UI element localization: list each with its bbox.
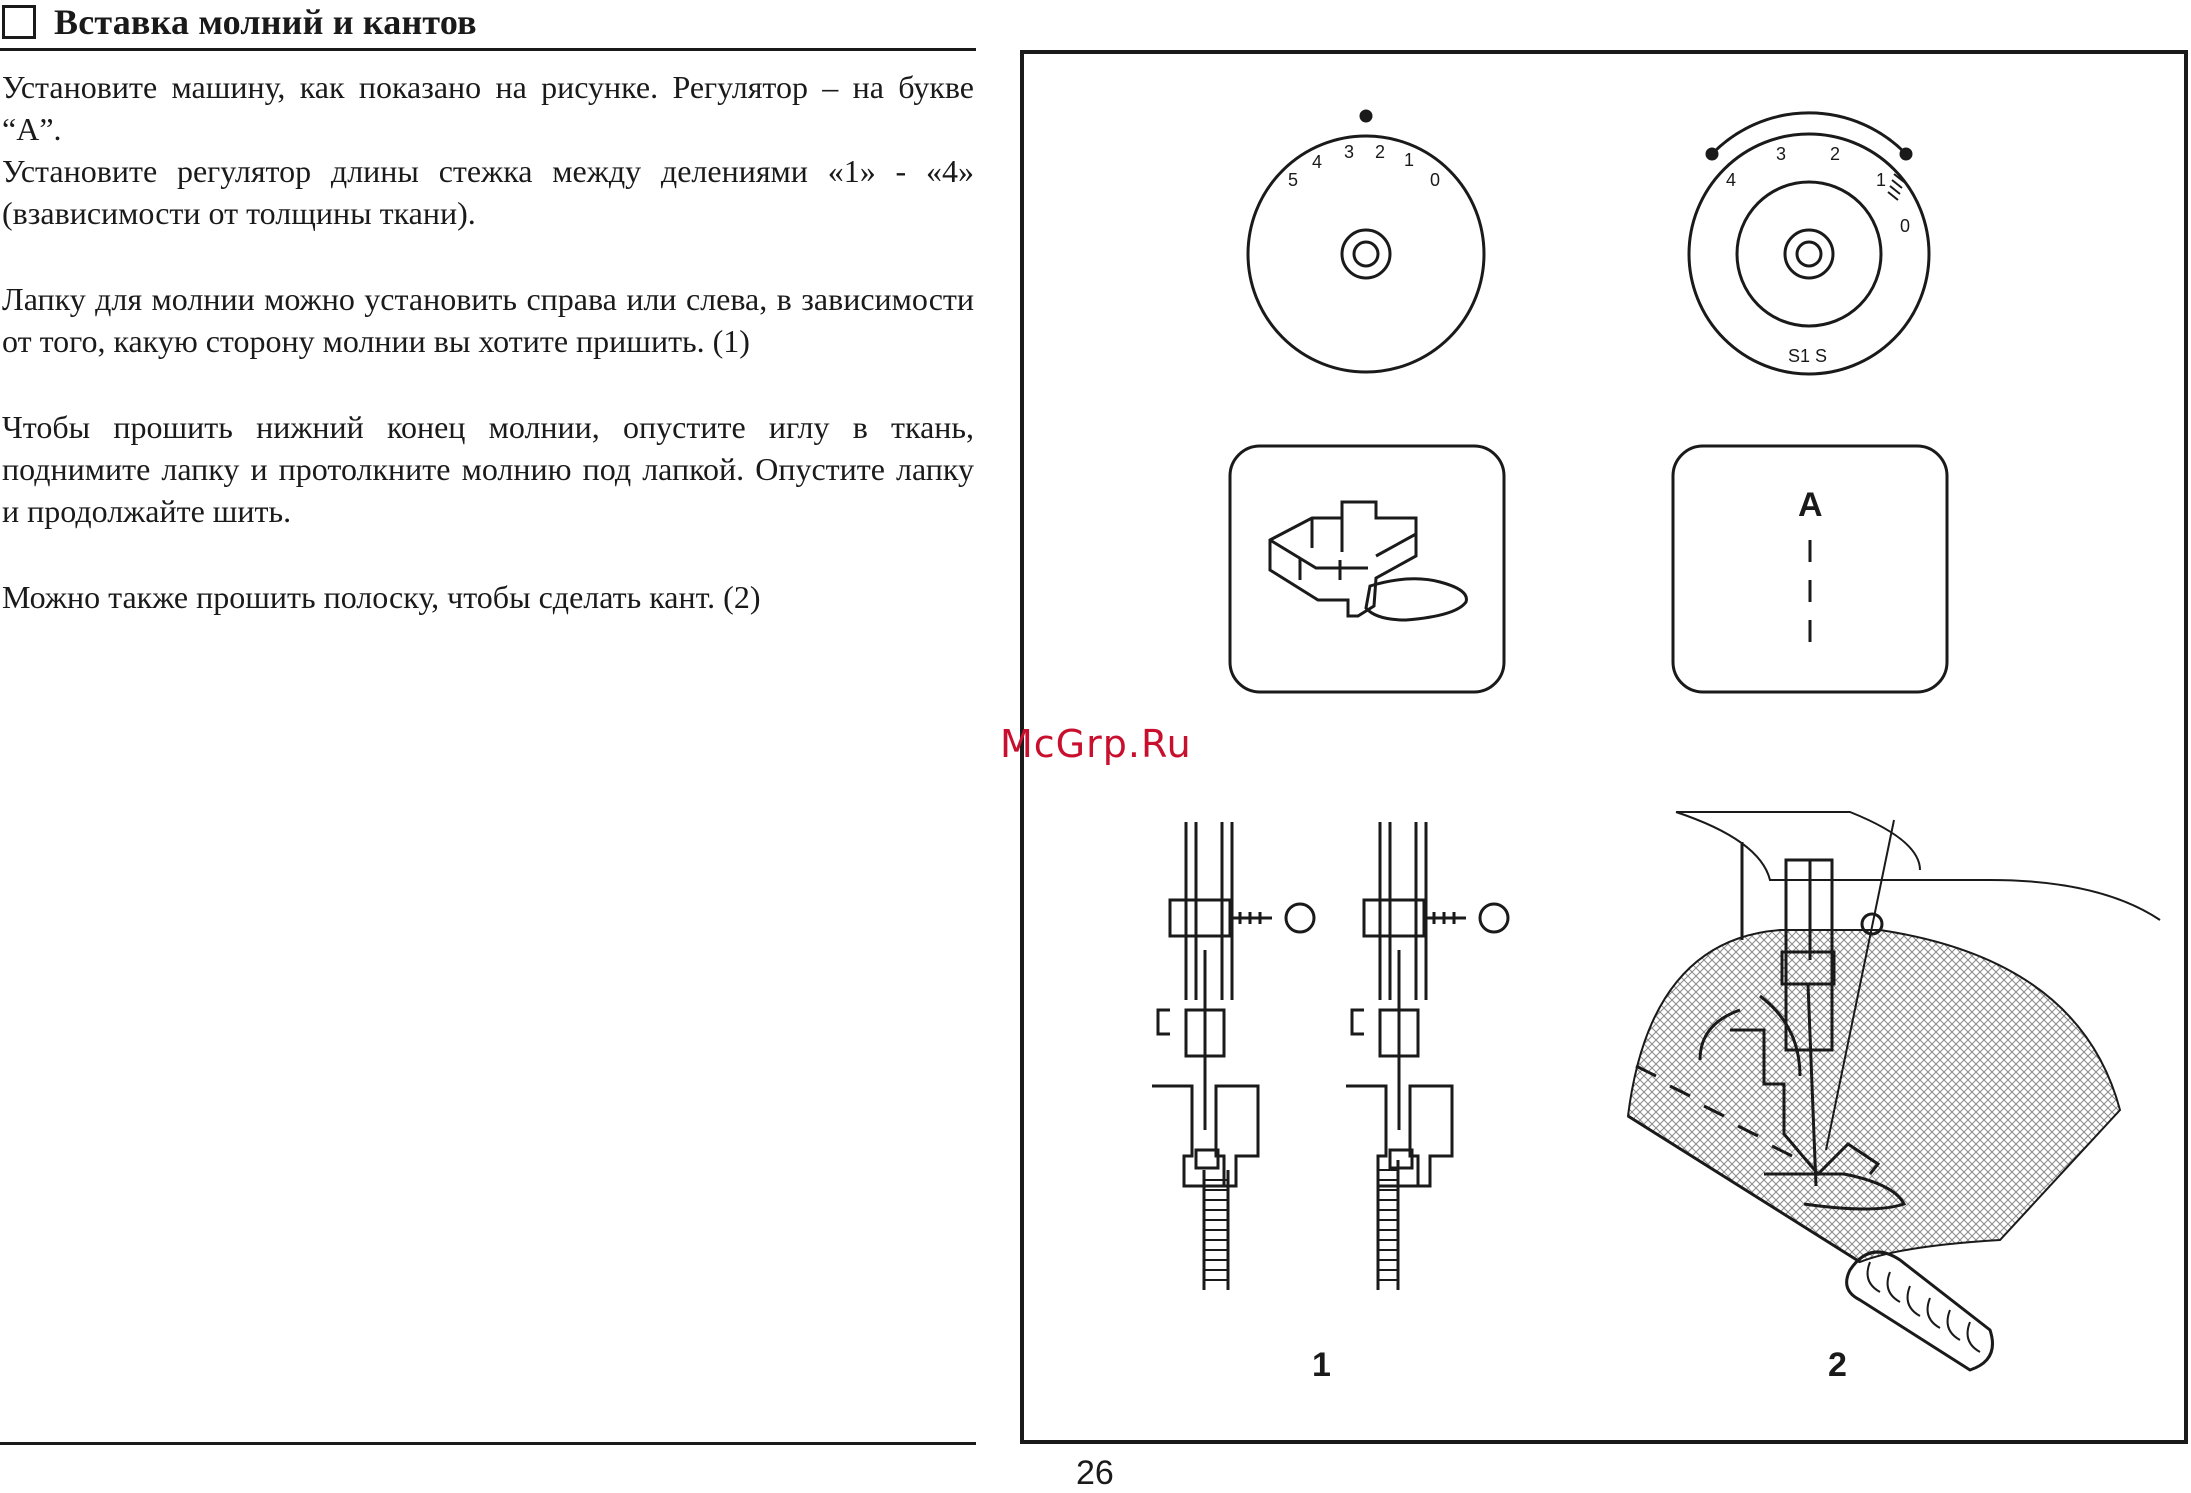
dial-number-5: 5 bbox=[1288, 170, 1298, 190]
pattern-a-icon bbox=[1671, 444, 1949, 694]
dial-number-1: 1 bbox=[1404, 150, 1414, 170]
stitch-length-dial-icon bbox=[1687, 111, 1931, 376]
dial-number-3: 3 bbox=[1344, 142, 1354, 162]
checkbox-icon bbox=[2, 5, 36, 39]
paragraph-3: Лапку для молнии можно установить справа… bbox=[2, 281, 974, 359]
length-number-1: 1 bbox=[1876, 170, 1886, 190]
length-number-4: 4 bbox=[1726, 170, 1736, 190]
length-stretch-label: S1 S bbox=[1788, 346, 1827, 366]
zipper-foot-icon bbox=[1228, 444, 1506, 694]
length-number-0: 0 bbox=[1900, 216, 1910, 236]
zipper-foot-right-illustration bbox=[1346, 822, 1510, 1290]
dial-number-2: 2 bbox=[1375, 142, 1385, 162]
pattern-letter: A bbox=[1798, 486, 1823, 524]
figure-label-1: 1 bbox=[1312, 1346, 1331, 1384]
length-number-2: 2 bbox=[1830, 144, 1840, 164]
paragraph-5: Можно также прошить полоску, чтобы сдела… bbox=[2, 579, 761, 615]
paragraph-1: Установите машину, как показано на рисун… bbox=[2, 69, 974, 147]
paragraph-2: Установите регулятор длины стежка между … bbox=[2, 153, 974, 231]
instructions-text: Установите машину, как показано на рисун… bbox=[2, 66, 974, 618]
length-number-3: 3 bbox=[1776, 144, 1786, 164]
page-number: 26 bbox=[1076, 1454, 1114, 1492]
dial-number-4: 4 bbox=[1312, 152, 1322, 172]
illustration-panel bbox=[1020, 50, 2188, 1444]
stitch-length-numbers: 4 3 2 1 0 S1 S bbox=[1726, 144, 1910, 366]
watermark: McGrp.Ru bbox=[1000, 722, 1192, 766]
paragraph-4: Чтобы прошить нижний конец молнии, опуст… bbox=[2, 409, 974, 529]
zipper-foot-left-illustration bbox=[1152, 822, 1316, 1290]
cording-illustration bbox=[1626, 811, 2161, 1372]
top-rule bbox=[0, 48, 976, 51]
figure-label-2: 2 bbox=[1828, 1346, 1847, 1384]
bottom-rule bbox=[0, 1442, 976, 1445]
section-heading: Вставка молний и кантов bbox=[2, 0, 477, 44]
pattern-dial-icon bbox=[1246, 109, 1486, 374]
pattern-dial-numbers: 5 4 3 2 1 0 bbox=[1288, 142, 1440, 190]
dial-number-0: 0 bbox=[1430, 170, 1440, 190]
section-title: Вставка молний и кантов bbox=[54, 2, 477, 42]
